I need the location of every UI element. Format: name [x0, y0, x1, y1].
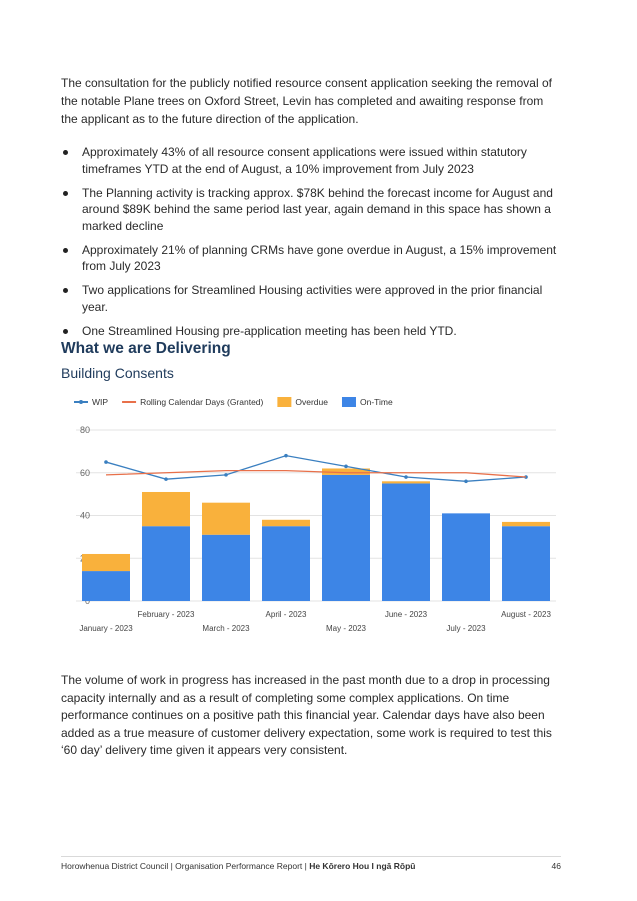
x-tick-label: August - 2023 [501, 610, 551, 619]
bullet-list: Approximately 43% of all resource consen… [61, 144, 566, 347]
footer-divider [61, 856, 561, 857]
x-tick-label: April - 2023 [266, 610, 307, 619]
bar-on-time [262, 526, 310, 601]
bullet-item: One Streamlined Housing pre-application … [61, 323, 566, 340]
x-tick-label: February - 2023 [138, 610, 195, 619]
bar-on-time [502, 526, 550, 601]
y-tick-label: 40 [80, 511, 90, 521]
bar-overdue [262, 519, 310, 527]
legend-label-on-time: On-Time [360, 397, 393, 407]
legend-label-overdue: Overdue [295, 397, 328, 407]
point-wip [464, 479, 468, 484]
point-wip [404, 475, 408, 479]
bar-on-time [82, 571, 130, 601]
bar-overdue [502, 521, 550, 527]
intro-paragraph: The consultation for the publicly notifi… [61, 76, 552, 126]
bar-on-time [202, 534, 250, 601]
bullet-item: The Planning activity is tracking approx… [61, 185, 566, 235]
bar-on-time [442, 513, 490, 601]
point-wip [224, 473, 228, 477]
bar-overdue [202, 502, 250, 535]
x-tick-label: March - 2023 [202, 624, 250, 633]
line-rolling-calendar-days-granted [105, 469, 527, 478]
point-wip [284, 453, 288, 458]
bar-on-time [382, 483, 430, 601]
footer-prefix: Horowhenua District Council | Organisati… [61, 861, 310, 871]
bar-overdue [382, 481, 430, 484]
bar-overdue [322, 468, 370, 475]
legend-swatch-on-time [341, 397, 356, 407]
section-heading: What we are Delivering [61, 340, 231, 357]
bar-overdue [82, 553, 130, 572]
y-tick-label: 80 [80, 425, 90, 435]
legend-label-wip: WIP [92, 397, 108, 407]
legend-label-rolling-calendar-days-granted: Rolling Calendar Days (Granted) [140, 397, 263, 407]
legend-marker-wip [79, 400, 83, 404]
footer-bold: He Kōrero Hou I ngā Rōpū [309, 861, 416, 871]
bullet-item: Approximately 21% of planning CRMs have … [61, 242, 566, 275]
bar-overdue [142, 491, 190, 527]
legend-swatch-overdue [277, 397, 292, 407]
bar-on-time [142, 526, 190, 601]
bullet-item: Approximately 43% of all resource consen… [61, 144, 566, 177]
x-tick-label: June - 2023 [385, 610, 428, 619]
subsection-heading: Building Consents [61, 365, 174, 381]
bullet-item: Two applications for Streamlined Housing… [61, 282, 566, 315]
footer-text: Horowhenua District Council | Organisati… [61, 861, 501, 871]
bar-on-time [322, 474, 370, 601]
outro-paragraph: The volume of work in progress has incre… [61, 673, 552, 757]
point-wip [164, 477, 168, 481]
point-wip [104, 460, 108, 464]
point-wip [524, 475, 528, 479]
x-tick-label: July - 2023 [446, 624, 486, 633]
x-tick-label: January - 2023 [79, 624, 133, 633]
page-number: 46 [551, 861, 561, 871]
y-tick-label: 60 [80, 468, 90, 478]
x-tick-label: May - 2023 [326, 624, 367, 633]
line-wip [105, 454, 527, 482]
point-wip [344, 464, 348, 469]
